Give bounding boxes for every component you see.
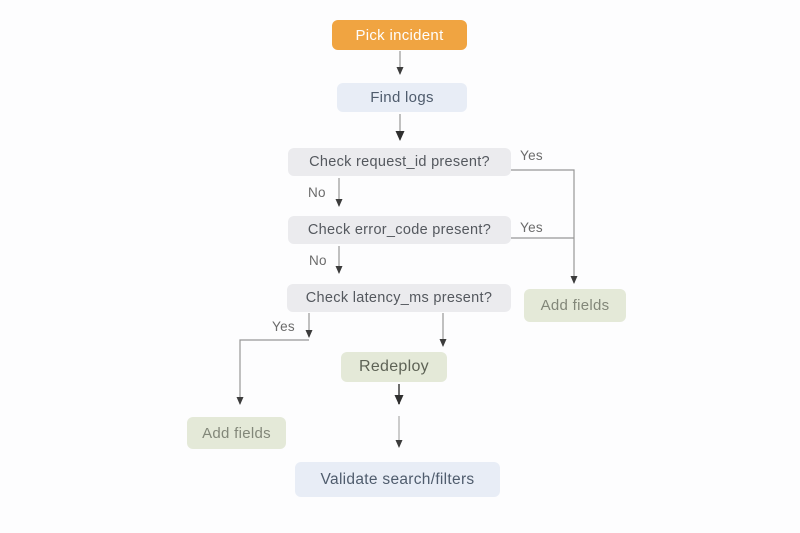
edge-label-error-no: No xyxy=(309,253,327,268)
edge-label-request-no: No xyxy=(308,185,326,200)
node-validate-search-filters: Validate search/filters xyxy=(295,462,500,497)
node-redeploy: Redeploy xyxy=(341,352,447,382)
node-find-logs: Find logs xyxy=(337,83,467,112)
node-add-fields-left: Add fields xyxy=(187,417,286,449)
edge-label-error-yes: Yes xyxy=(520,220,543,235)
node-pick-incident: Pick incident xyxy=(332,20,467,50)
node-add-fields-right: Add fields xyxy=(524,289,626,322)
node-check-latency-ms: Check latency_ms present? xyxy=(287,284,511,312)
edge-check-latency-yes-elbow xyxy=(236,339,309,405)
edge-label-request-yes: Yes xyxy=(520,148,543,163)
edge-label-latency-yes: Yes xyxy=(272,319,295,334)
node-check-error-code: Check error_code present? xyxy=(288,216,511,244)
node-check-request-id: Check request_id present? xyxy=(288,148,511,176)
